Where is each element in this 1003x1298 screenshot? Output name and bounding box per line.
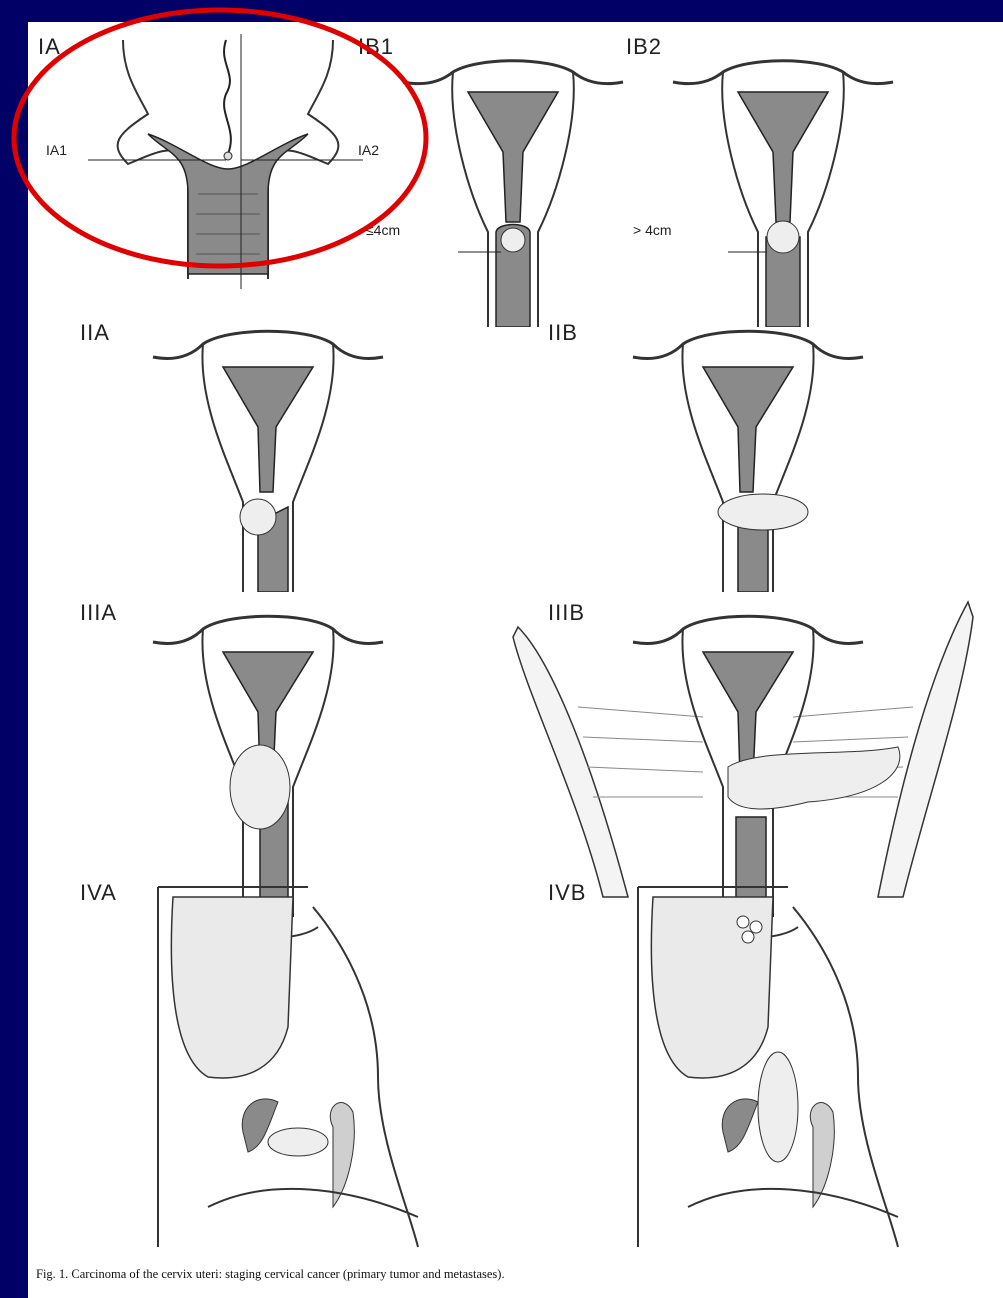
iib-uterus-diagram (628, 312, 868, 592)
ib2-uterus-diagram (668, 42, 898, 327)
size-note-ib2: > 4cm (633, 222, 672, 238)
iia-uterus-diagram (148, 312, 388, 592)
highlight-ellipse (8, 4, 433, 272)
panel-label-iia: IIA (80, 320, 110, 346)
panel-label-ib2: IB2 (626, 34, 662, 60)
ivb-sagittal-diagram (628, 877, 918, 1252)
iva-sagittal-diagram (148, 877, 438, 1252)
panel-label-ivb: IVB (548, 880, 586, 906)
panel-label-iiia: IIIA (80, 600, 117, 626)
figure-caption: Fig. 1. Carcinoma of the cervix uteri: s… (36, 1267, 505, 1282)
panel-label-iva: IVA (80, 880, 117, 906)
panel-label-iib: IIB (548, 320, 578, 346)
